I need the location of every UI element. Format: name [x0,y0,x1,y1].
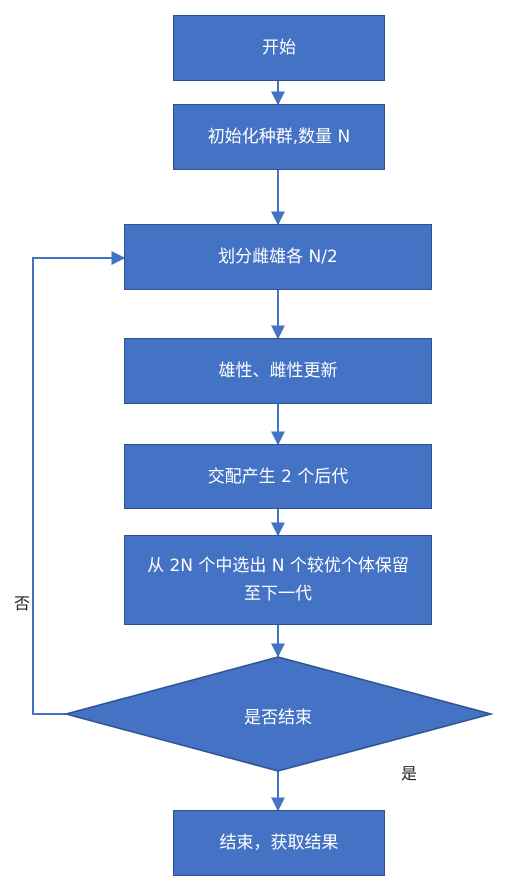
step-update: 雄性、雌性更新 [124,338,432,404]
step-end-text: 结束，获取结果 [219,833,339,853]
step-init-population: 初始化种群,数量 N [173,104,385,170]
step-crossover-text: 交配产生 2 个后代 [207,466,349,487]
yes-label: 是 [401,764,418,783]
decision-diamond [63,656,494,772]
decision-text: 是否结束 [244,708,312,728]
step-select: 从 2N 个中选出 N 个较优个体保留至下一代 [124,535,432,625]
step-select-text: 从 2N 个中选出 N 个较优个体保留至下一代 [147,556,409,604]
step-split-text: 划分雌雄各 N/2 [218,247,338,267]
step-start-text: 开始 [262,38,296,58]
step-init-text: 初始化种群,数量 N [207,127,351,147]
step-start: 开始 [173,15,385,81]
step-split-gender: 划分雌雄各 N/2 [124,224,432,290]
step-update-text: 雄性、雌性更新 [218,361,338,381]
step-crossover: 交配产生 2 个后代 [124,444,432,509]
no-label: 否 [14,594,31,613]
step-end: 结束，获取结果 [173,810,385,876]
arrow-decision-no-loop [32,251,126,715]
